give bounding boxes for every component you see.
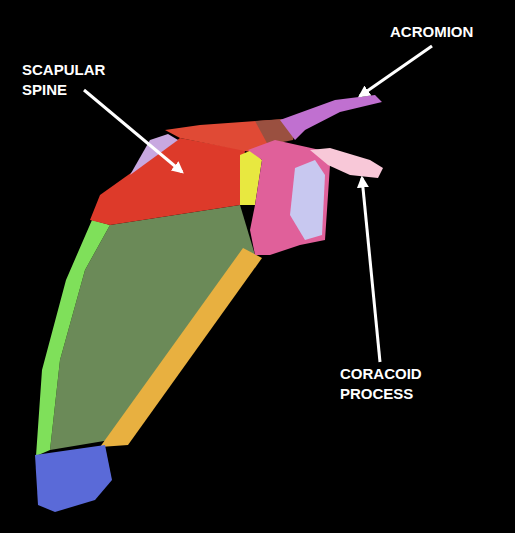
part-label: CORACOID PROCESS xyxy=(340,364,440,404)
part-label: ACROMION xyxy=(390,22,500,42)
spine-region xyxy=(90,138,245,225)
acromion-shape xyxy=(280,95,382,140)
glenoid-region xyxy=(248,140,330,255)
medial-border xyxy=(36,220,110,456)
glenoid-face xyxy=(290,160,325,240)
lateral-border xyxy=(100,248,262,447)
part-label: SCAPULAR SPINE xyxy=(22,60,127,100)
superior-patch xyxy=(130,134,178,175)
coracoid-shape xyxy=(310,148,383,178)
leader-arrow xyxy=(362,178,380,362)
body-fossa xyxy=(50,205,255,450)
inferior-angle xyxy=(35,445,112,512)
leader-arrow xyxy=(360,46,432,96)
leader-arrow xyxy=(84,90,182,172)
